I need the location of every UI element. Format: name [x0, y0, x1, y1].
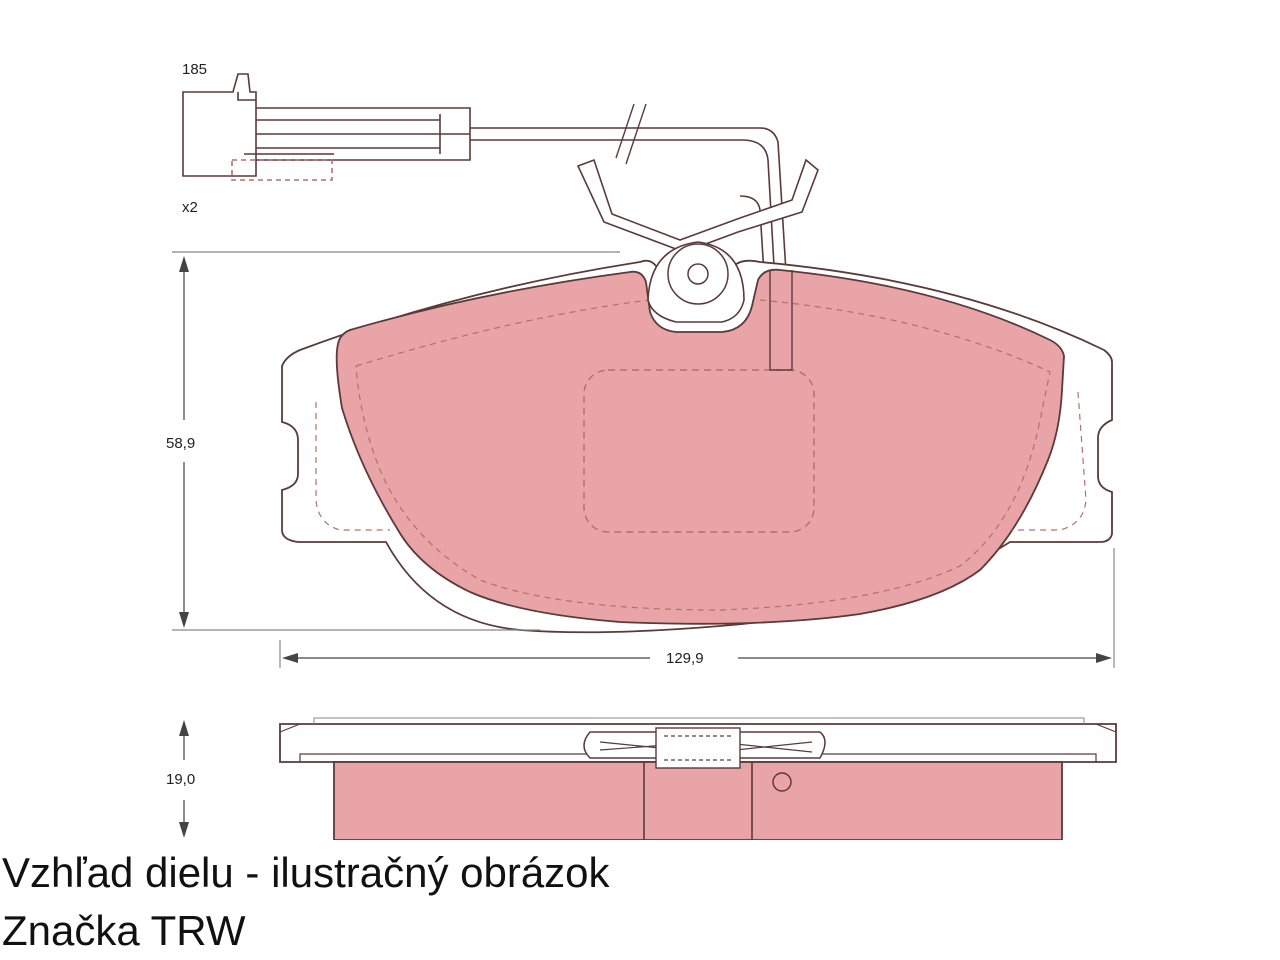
wear-sensor-connector	[182, 73, 257, 177]
side-wear-indicator	[772, 772, 792, 792]
brake-pad-front-view	[281, 241, 1113, 634]
height-dimension-label: 58,9	[166, 435, 195, 452]
wear-sensor	[182, 73, 819, 373]
dimension-height	[172, 251, 620, 631]
brake-pad-technical-drawing: 185 x2 58,9 129,9	[166, 61, 1117, 840]
dimension-width	[279, 548, 1115, 668]
sensor-bolt-inner	[687, 263, 709, 285]
sensor-part-number: 185	[182, 61, 207, 78]
wire-break-mark	[615, 103, 647, 165]
caption-brand: Značka TRW	[2, 907, 246, 954]
hidden-contour	[355, 299, 1051, 611]
spring-clip	[576, 158, 819, 253]
caption-illustration-note: Vzhľad dielu - ilustračný obrázok	[2, 849, 610, 896]
brake-pad-side-view	[279, 717, 1117, 840]
dimension-thickness	[179, 720, 189, 838]
shim-outline	[583, 369, 815, 533]
width-dimension-label: 129,9	[666, 650, 704, 667]
side-friction-layer	[333, 761, 1063, 840]
thickness-dimension-label: 19,0	[166, 771, 195, 788]
sensor-quantity: x2	[182, 199, 198, 216]
friction-material	[335, 268, 1065, 625]
